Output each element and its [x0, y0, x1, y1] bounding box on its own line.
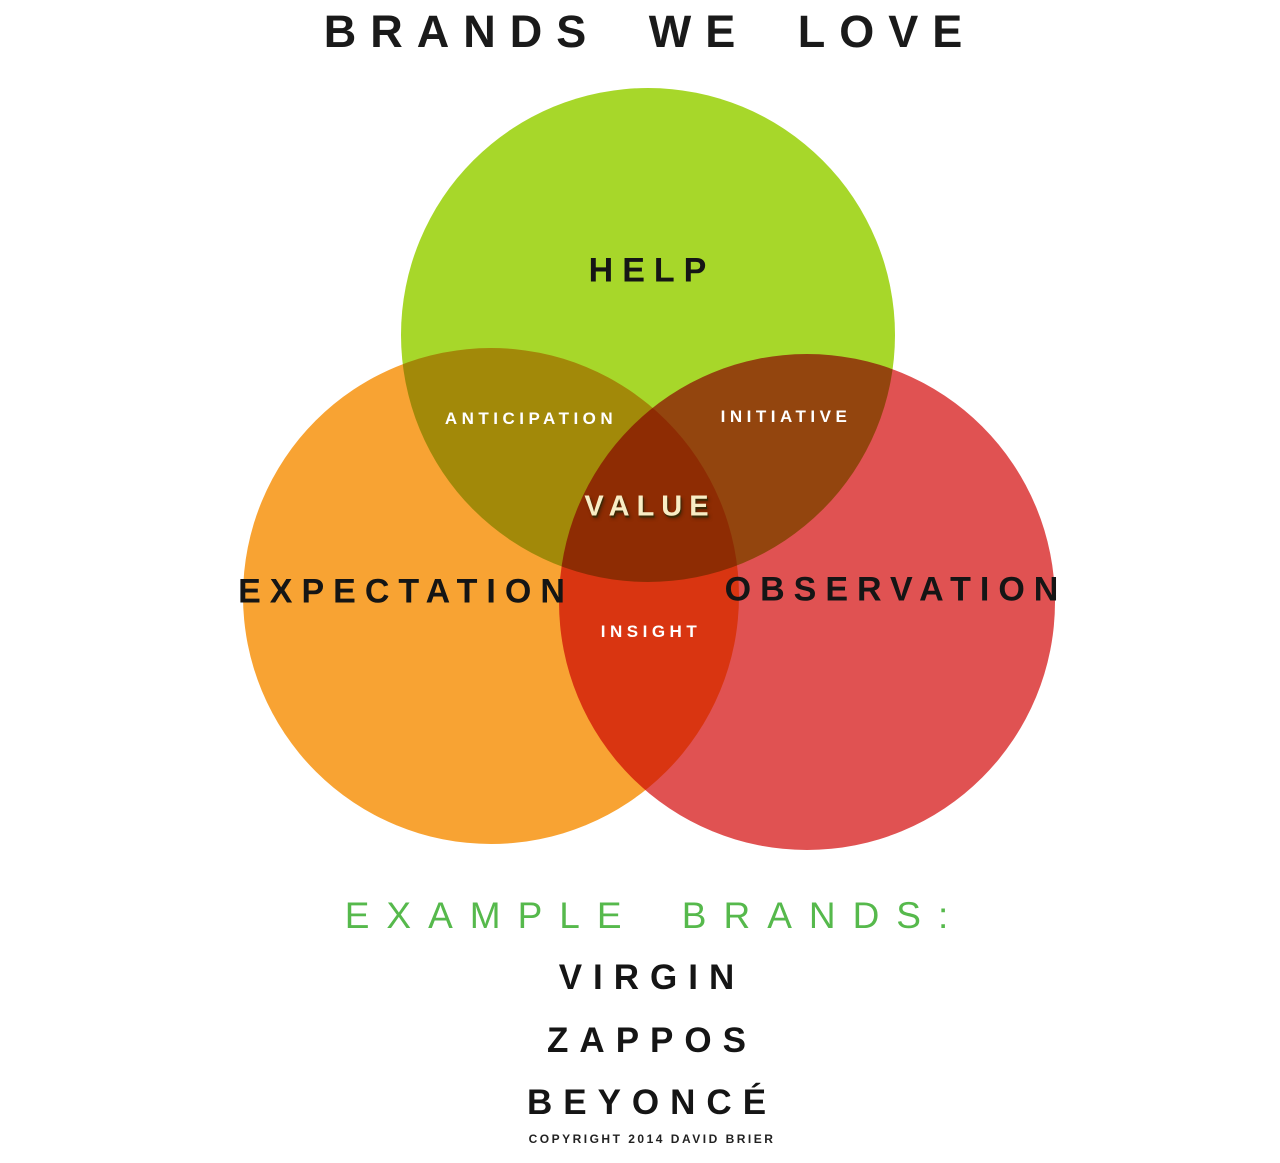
page-title: BRANDS WE LOVE [323, 6, 977, 57]
label-insight: INSIGHT [600, 622, 702, 641]
brand-zappos: ZAPPOS [547, 1021, 757, 1060]
brand-beyonce: BEYONCÉ [526, 1083, 778, 1122]
copyright-text: COPYRIGHT 2014 DAVID BRIER [528, 1132, 776, 1146]
label-anticipation: ANTICIPATION [444, 409, 618, 428]
label-observation: OBSERVATION [724, 570, 1068, 609]
label-initiative: INITIATIVE [720, 407, 852, 426]
label-expectation: EXPECTATION [238, 572, 574, 611]
label-help: HELP [588, 251, 716, 290]
brand-virgin: VIRGIN [558, 958, 746, 997]
venn-circle-observation [559, 354, 1055, 850]
label-value: VALUE [584, 490, 716, 523]
example-brands-heading: EXAMPLE BRANDS: [344, 895, 966, 936]
